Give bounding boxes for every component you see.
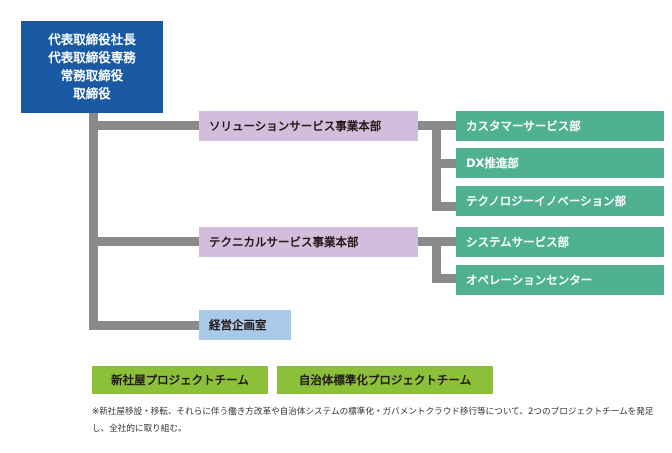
executive-title: 取締役 bbox=[73, 86, 111, 101]
division-label: ソリューションサービス事業本部 bbox=[209, 119, 382, 133]
department-customer-service: カスタマーサービス部 bbox=[456, 111, 664, 141]
project-team-municipal-standardization: 自治体標準化プロジェクトチーム bbox=[277, 366, 493, 394]
branch-line-division-1 bbox=[89, 121, 199, 130]
division-label: テクニカルサービス事業本部 bbox=[209, 235, 359, 249]
department-dx-promotion: DX推進部 bbox=[456, 148, 664, 178]
division-solution-service: ソリューションサービス事業本部 bbox=[199, 111, 418, 141]
trunk-line bbox=[89, 113, 98, 330]
department-label: オペレーションセンター bbox=[466, 273, 593, 287]
dept-connector-operation bbox=[432, 274, 456, 283]
management-planning-office: 経営企画室 bbox=[199, 310, 291, 340]
division-2-sub-trunk bbox=[432, 237, 441, 282]
executive-title: 代表取締役社長 bbox=[48, 32, 136, 47]
branch-line-division-2 bbox=[89, 237, 199, 246]
executive-box: 代表取締役社長 代表取締役専務 常務取締役 取締役 bbox=[21, 21, 163, 113]
project-label: 自治体標準化プロジェクトチーム bbox=[298, 373, 472, 387]
department-label: テクノロジーイノベーション部 bbox=[466, 194, 627, 208]
footnote: ※新社屋移設・移転、それらに伴う働き方改革や自治体システムの標準化・ガバメントク… bbox=[92, 407, 654, 434]
project-label: 新社屋プロジェクトチーム bbox=[111, 373, 249, 387]
executive-title: 代表取締役専務 bbox=[48, 50, 136, 65]
executive-title: 常務取締役 bbox=[60, 68, 124, 83]
department-system-service: システムサービス部 bbox=[456, 227, 664, 257]
department-label: DX推進部 bbox=[466, 156, 519, 170]
department-technology-innovation: テクノロジーイノベーション部 bbox=[456, 186, 664, 216]
project-team-new-building: 新社屋プロジェクトチーム bbox=[92, 366, 268, 394]
department-operation-center: オペレーションセンター bbox=[456, 265, 664, 295]
department-label: システムサービス部 bbox=[466, 235, 570, 249]
dept-connector-dx bbox=[432, 159, 456, 168]
department-label: カスタマーサービス部 bbox=[466, 119, 581, 133]
office-label: 経営企画室 bbox=[209, 318, 267, 332]
division-technical-service: テクニカルサービス事業本部 bbox=[199, 227, 418, 257]
branch-line-office bbox=[89, 321, 199, 330]
dept-connector-tech bbox=[432, 202, 456, 211]
